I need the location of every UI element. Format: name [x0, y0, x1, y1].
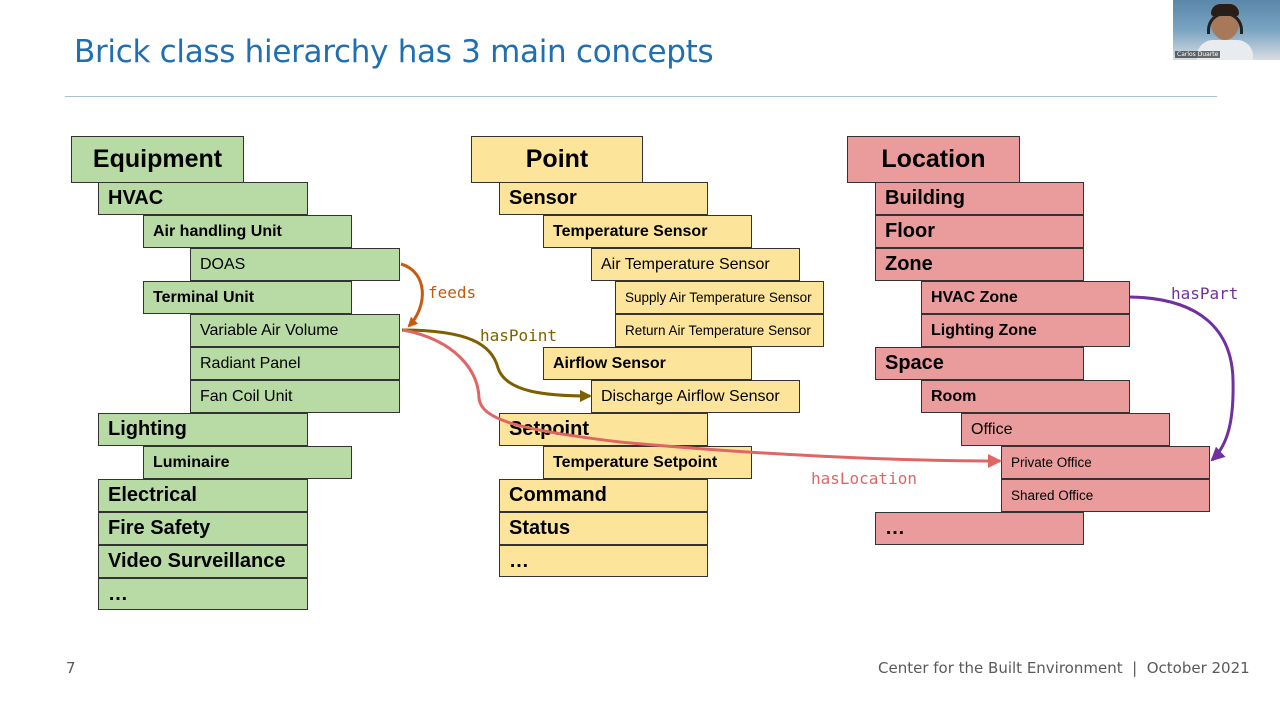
point-item-temperature-setpoint: Temperature Setpoint: [543, 446, 752, 479]
feeds-arrow: [400, 262, 424, 328]
equipment-item-video-surveillance: Video Surveillance: [98, 545, 308, 578]
equipment-item-fan-coil-unit: Fan Coil Unit: [190, 380, 400, 413]
haspoint-arrow: [401, 328, 592, 402]
location-item-building: Building: [875, 182, 1084, 215]
location-item-room: Room: [921, 380, 1130, 413]
location-item-shared-office: Shared Office: [1001, 479, 1210, 512]
point-item-discharge-airflow-sensor: Discharge Airflow Sensor: [591, 380, 800, 413]
location-item-office: Office: [961, 413, 1170, 446]
equipment-item-more: …: [98, 578, 308, 610]
footer-text: Center for the Built Environment | Octob…: [878, 659, 1250, 677]
point-item-return-air-temperature-sensor: Return Air Temperature Sensor: [615, 314, 824, 347]
equipment-item-fire-safety: Fire Safety: [98, 512, 308, 545]
point-item-supply-air-temperature-sensor: Supply Air Temperature Sensor: [615, 281, 824, 314]
haspoint-label: hasPoint: [480, 326, 558, 345]
haslocation-arrow: [402, 328, 1002, 468]
location-item-lighting-zone: Lighting Zone: [921, 314, 1130, 347]
slide-title: Brick class hierarchy has 3 main concept…: [74, 34, 714, 70]
location-item-hvac-zone: HVAC Zone: [921, 281, 1130, 314]
point-header: Point: [471, 136, 643, 183]
page-number: 7: [66, 659, 76, 677]
location-header: Location: [847, 136, 1020, 183]
equipment-item-terminal-unit: Terminal Unit: [143, 281, 352, 314]
location-item-zone: Zone: [875, 248, 1084, 281]
haslocation-label: hasLocation: [811, 469, 917, 488]
headphones-icon: [1207, 12, 1243, 34]
point-item-temperature-sensor: Temperature Sensor: [543, 215, 752, 248]
equipment-item-variable-air-volume: Variable Air Volume: [190, 314, 400, 347]
equipment-item-electrical: Electrical: [98, 479, 308, 512]
point-item-airflow-sensor: Airflow Sensor: [543, 347, 752, 380]
feeds-label: feeds: [428, 283, 477, 302]
equipment-item-radiant-panel: Radiant Panel: [190, 347, 400, 380]
point-item-air-temperature-sensor: Air Temperature Sensor: [591, 248, 800, 281]
point-item-sensor: Sensor: [499, 182, 708, 215]
location-item-floor: Floor: [875, 215, 1084, 248]
point-item-command: Command: [499, 479, 708, 512]
webcam-name-label: Carlos Duarte: [1175, 51, 1221, 58]
location-item-more: …: [875, 512, 1084, 545]
haspart-arrow: [1129, 295, 1235, 462]
point-item-more: …: [499, 545, 708, 577]
equipment-item-lighting: Lighting: [98, 413, 308, 446]
equipment-item-air-handling-unit: Air handling Unit: [143, 215, 352, 248]
title-divider: [65, 96, 1217, 97]
equipment-item-doas: DOAS: [190, 248, 400, 281]
webcam-thumbnail: Carlos Duarte: [1173, 0, 1280, 60]
equipment-item-hvac: HVAC: [98, 182, 308, 215]
location-item-private-office: Private Office: [1001, 446, 1210, 479]
equipment-item-luminaire: Luminaire: [143, 446, 352, 479]
point-item-status: Status: [499, 512, 708, 545]
haspart-label: hasPart: [1171, 284, 1239, 303]
location-item-space: Space: [875, 347, 1084, 380]
